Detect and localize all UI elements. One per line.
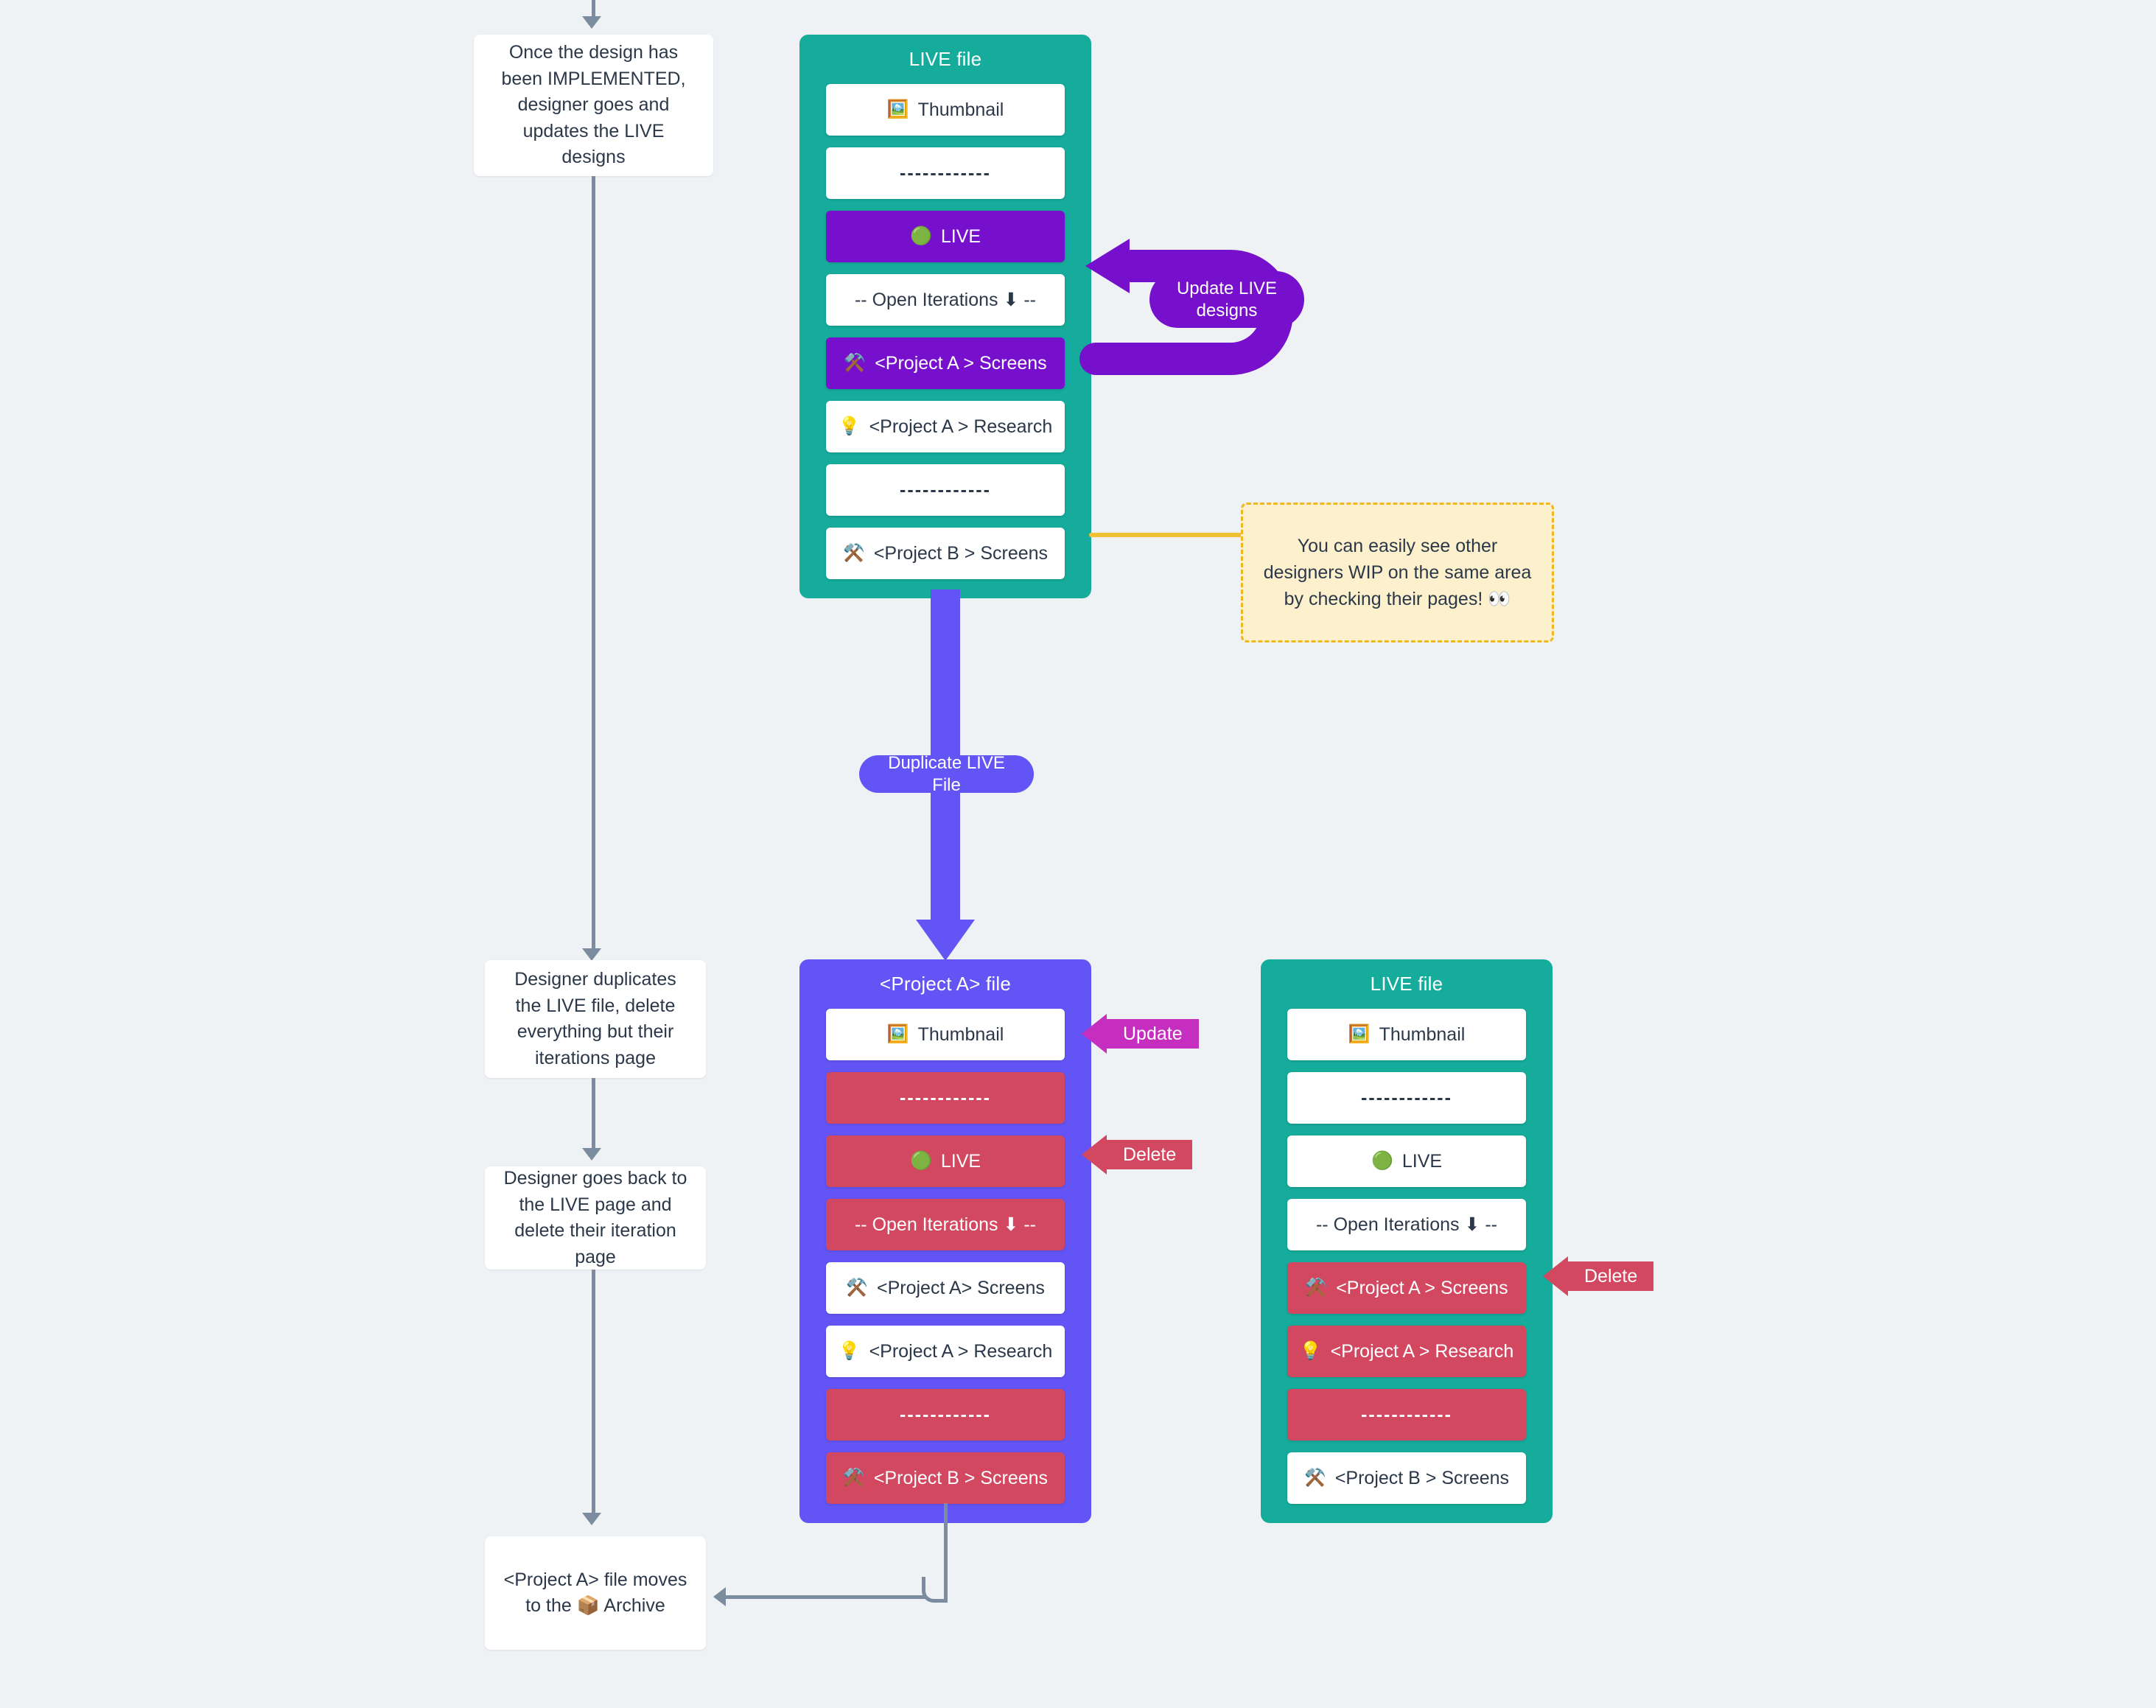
row-label: <Project A> Screens [876, 1277, 1045, 1298]
arrow-label: Update [1107, 1019, 1199, 1049]
lightbulb-icon: 💡 [838, 1341, 861, 1361]
row-label: -- Open Iterations ⬇ -- [1315, 1214, 1498, 1235]
row-label: Thumbnail [1379, 1023, 1466, 1045]
note-archive: <Project A> file moves to the 📦 Archive [485, 1536, 706, 1650]
arrowhead-top-incoming [582, 16, 601, 29]
row-label: ------------ [1361, 1404, 1452, 1425]
row-live[interactable]: 🟢 LIVE [1287, 1135, 1526, 1187]
row-project-b-screens[interactable]: ⚒️ <Project B > Screens [826, 1452, 1065, 1504]
row-open-iterations[interactable]: -- Open Iterations ⬇ -- [826, 274, 1065, 326]
row-divider[interactable]: ------------ [1287, 1389, 1526, 1441]
hammer-and-pick-icon: ⚒️ [844, 353, 867, 373]
row-label: LIVE [1401, 1150, 1443, 1172]
connector-goesback-to-archive [592, 1270, 595, 1514]
arrow-tip [1082, 1014, 1107, 1054]
row-label: Thumbnail [917, 1023, 1004, 1045]
card-live-file-bottom: LIVE file 🖼️ Thumbnail ------------ 🟢 LI… [1261, 959, 1553, 1523]
card-title: <Project A> file [879, 973, 1012, 995]
hammer-and-pick-icon: ⚒️ [1303, 1468, 1326, 1488]
green-circle-icon: 🟢 [909, 1151, 932, 1171]
connector-projecta-to-archive-horizontal [726, 1595, 925, 1599]
row-project-a-screens[interactable]: ⚒️ <Project A> Screens [826, 1262, 1065, 1314]
label-update-live-designs: Update LIVE designs [1149, 271, 1304, 328]
row-label: -- Open Iterations ⬇ -- [854, 290, 1037, 310]
row-label: ------------ [900, 1087, 991, 1108]
row-open-iterations[interactable]: -- Open Iterations ⬇ -- [826, 1199, 1065, 1250]
arrowhead-to-goesback [582, 1148, 601, 1161]
note-implemented: Once the design has been IMPLEMENTED, de… [474, 35, 713, 176]
row-project-b-screens[interactable]: ⚒️ <Project B > Screens [826, 528, 1065, 579]
note-designer-duplicates: Designer duplicates the LIVE file, delet… [485, 960, 706, 1078]
row-thumbnail[interactable]: 🖼️ Thumbnail [826, 1009, 1065, 1060]
row-live[interactable]: 🟢 LIVE [826, 211, 1065, 262]
arrow-update-thumbnail: Update [1082, 1014, 1199, 1054]
row-project-a-research[interactable]: 💡 <Project A > Research [826, 1326, 1065, 1377]
card-project-a-file: <Project A> file 🖼️ Thumbnail ----------… [799, 959, 1091, 1523]
green-circle-icon: 🟢 [1371, 1151, 1393, 1171]
row-live[interactable]: 🟢 LIVE [826, 1135, 1065, 1187]
note-designer-goes-back: Designer goes back to the LIVE page and … [485, 1166, 706, 1270]
row-label: ------------ [900, 162, 991, 183]
arrow-label: Delete [1568, 1261, 1654, 1291]
hammer-and-pick-icon: ⚒️ [846, 1278, 868, 1298]
row-project-a-research[interactable]: 💡 <Project A > Research [826, 401, 1065, 452]
card-title: LIVE file [1370, 973, 1443, 995]
row-divider[interactable]: ------------ [826, 147, 1065, 199]
row-label: ------------ [900, 479, 991, 500]
row-label: LIVE [940, 1150, 981, 1172]
row-label: ------------ [900, 1404, 991, 1425]
arrow-delete-live-row: Delete [1082, 1135, 1193, 1175]
green-circle-icon: 🟢 [909, 226, 932, 246]
connector-projecta-to-archive-vertical [944, 1503, 948, 1599]
hammer-and-pick-icon: ⚒️ [842, 1468, 865, 1488]
row-label: LIVE [940, 225, 981, 247]
row-thumbnail[interactable]: 🖼️ Thumbnail [1287, 1009, 1526, 1060]
row-label: <Project B > Screens [873, 1467, 1049, 1488]
row-divider[interactable]: ------------ [1287, 1072, 1526, 1124]
row-open-iterations[interactable]: -- Open Iterations ⬇ -- [1287, 1199, 1526, 1250]
row-project-a-screens[interactable]: ⚒️ <Project A > Screens [826, 337, 1065, 389]
row-label: <Project A > Research [1330, 1340, 1514, 1362]
row-project-b-screens[interactable]: ⚒️ <Project B > Screens [1287, 1452, 1526, 1504]
row-divider[interactable]: ------------ [826, 1389, 1065, 1441]
connector-duplicates-to-goesback [592, 1078, 595, 1149]
row-divider[interactable]: ------------ [826, 464, 1065, 516]
row-label: <Project A > Research [869, 416, 1053, 437]
arrow-tip [1543, 1256, 1568, 1296]
picture-icon: 🖼️ [1348, 1024, 1371, 1044]
arrow-tip [1082, 1135, 1107, 1175]
row-label: Thumbnail [917, 99, 1004, 120]
picture-icon: 🖼️ [886, 1024, 909, 1044]
hammer-and-pick-icon: ⚒️ [1305, 1278, 1328, 1298]
lightbulb-icon: 💡 [838, 416, 861, 436]
sticky-note-wip: You can easily see other designers WIP o… [1241, 503, 1554, 643]
arrow-label: Delete [1107, 1140, 1193, 1169]
label-duplicate-live-file: Duplicate LIVE File [859, 753, 1034, 795]
connector-top-incoming [592, 0, 595, 18]
card-live-file-top: LIVE file 🖼️ Thumbnail ------------ 🟢 LI… [799, 35, 1091, 598]
row-label: <Project B > Screens [1334, 1467, 1510, 1488]
arrow-delete-project-a-screens: Delete [1543, 1256, 1654, 1296]
row-divider[interactable]: ------------ [826, 1072, 1065, 1124]
row-project-a-screens[interactable]: ⚒️ <Project A > Screens [1287, 1262, 1526, 1314]
connector-sticky-note [1089, 533, 1245, 537]
row-label: -- Open Iterations ⬇ -- [854, 1214, 1037, 1235]
connector-implemented-to-duplicates [592, 176, 595, 950]
row-project-a-research[interactable]: 💡 <Project A > Research [1287, 1326, 1526, 1377]
row-label: <Project B > Screens [873, 542, 1049, 564]
row-label: <Project A > Screens [875, 352, 1047, 374]
card-title: LIVE file [909, 48, 982, 70]
duplicate-arrow-head [916, 920, 975, 961]
row-label: ------------ [1361, 1087, 1452, 1108]
lightbulb-icon: 💡 [1299, 1341, 1322, 1361]
arrowhead-to-archive-note [713, 1587, 726, 1606]
row-label: <Project A > Screens [1336, 1277, 1508, 1298]
arrowhead-to-archive [582, 1513, 601, 1525]
arrowhead-to-duplicates [582, 948, 601, 961]
connector-projecta-to-archive-corner [922, 1577, 948, 1603]
hammer-and-pick-icon: ⚒️ [842, 543, 865, 563]
row-thumbnail[interactable]: 🖼️ Thumbnail [826, 84, 1065, 136]
row-label: <Project A > Research [869, 1340, 1053, 1362]
picture-icon: 🖼️ [886, 99, 909, 119]
